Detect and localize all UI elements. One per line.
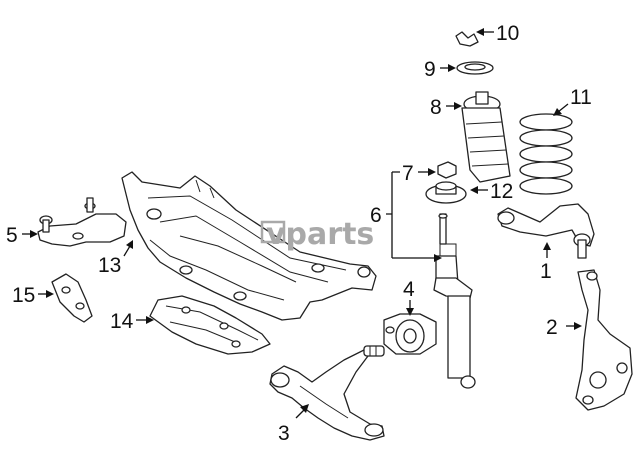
- callout-7[interactable]: 7: [402, 162, 414, 185]
- callout-8[interactable]: 8: [430, 96, 442, 119]
- part-2-knuckle: [575, 269, 633, 411]
- part-3-lower-control-arm: [269, 345, 385, 441]
- part-9-ring: [456, 61, 494, 75]
- part-11-coil-spring: [519, 113, 573, 195]
- callout-15[interactable]: 15: [12, 284, 35, 307]
- part-10-clip: [455, 31, 479, 47]
- part-1-upper-control-arm: [497, 203, 595, 259]
- callout-4[interactable]: 4: [403, 278, 415, 301]
- watermark: vparts: [260, 217, 374, 252]
- watermark-logo-icon: [260, 220, 286, 244]
- callout-10[interactable]: 10: [496, 22, 519, 45]
- callout-3[interactable]: 3: [278, 422, 290, 445]
- callout-2[interactable]: 2: [546, 316, 558, 339]
- callout-6[interactable]: 6: [370, 204, 382, 227]
- callout-9[interactable]: 9: [424, 58, 436, 81]
- leader-lines: [22, 28, 582, 419]
- part-6-shock-absorber: [433, 213, 476, 389]
- callout-5[interactable]: 5: [6, 224, 18, 247]
- part-12-upper-mount: [425, 181, 467, 204]
- part-5-bushing-bracket: [37, 197, 127, 247]
- part-13-crossmember: [121, 171, 377, 321]
- callout-14[interactable]: 14: [110, 310, 134, 333]
- callout-labels: 1 2 3 4 5 6 7 8 9 10 11 12 13 14 15: [6, 22, 592, 445]
- callout-12[interactable]: 12: [490, 180, 513, 203]
- part-7-nut: [437, 161, 457, 179]
- callout-13[interactable]: 13: [98, 254, 121, 277]
- part-15-bracket: [51, 273, 93, 323]
- callout-11[interactable]: 11: [570, 86, 592, 109]
- part-8-dust-boot: [461, 91, 511, 183]
- part-4-bushing: [383, 313, 437, 355]
- watermark-text: vparts: [266, 217, 374, 252]
- callout-1[interactable]: 1: [540, 260, 552, 283]
- part-14-plate: [149, 295, 271, 355]
